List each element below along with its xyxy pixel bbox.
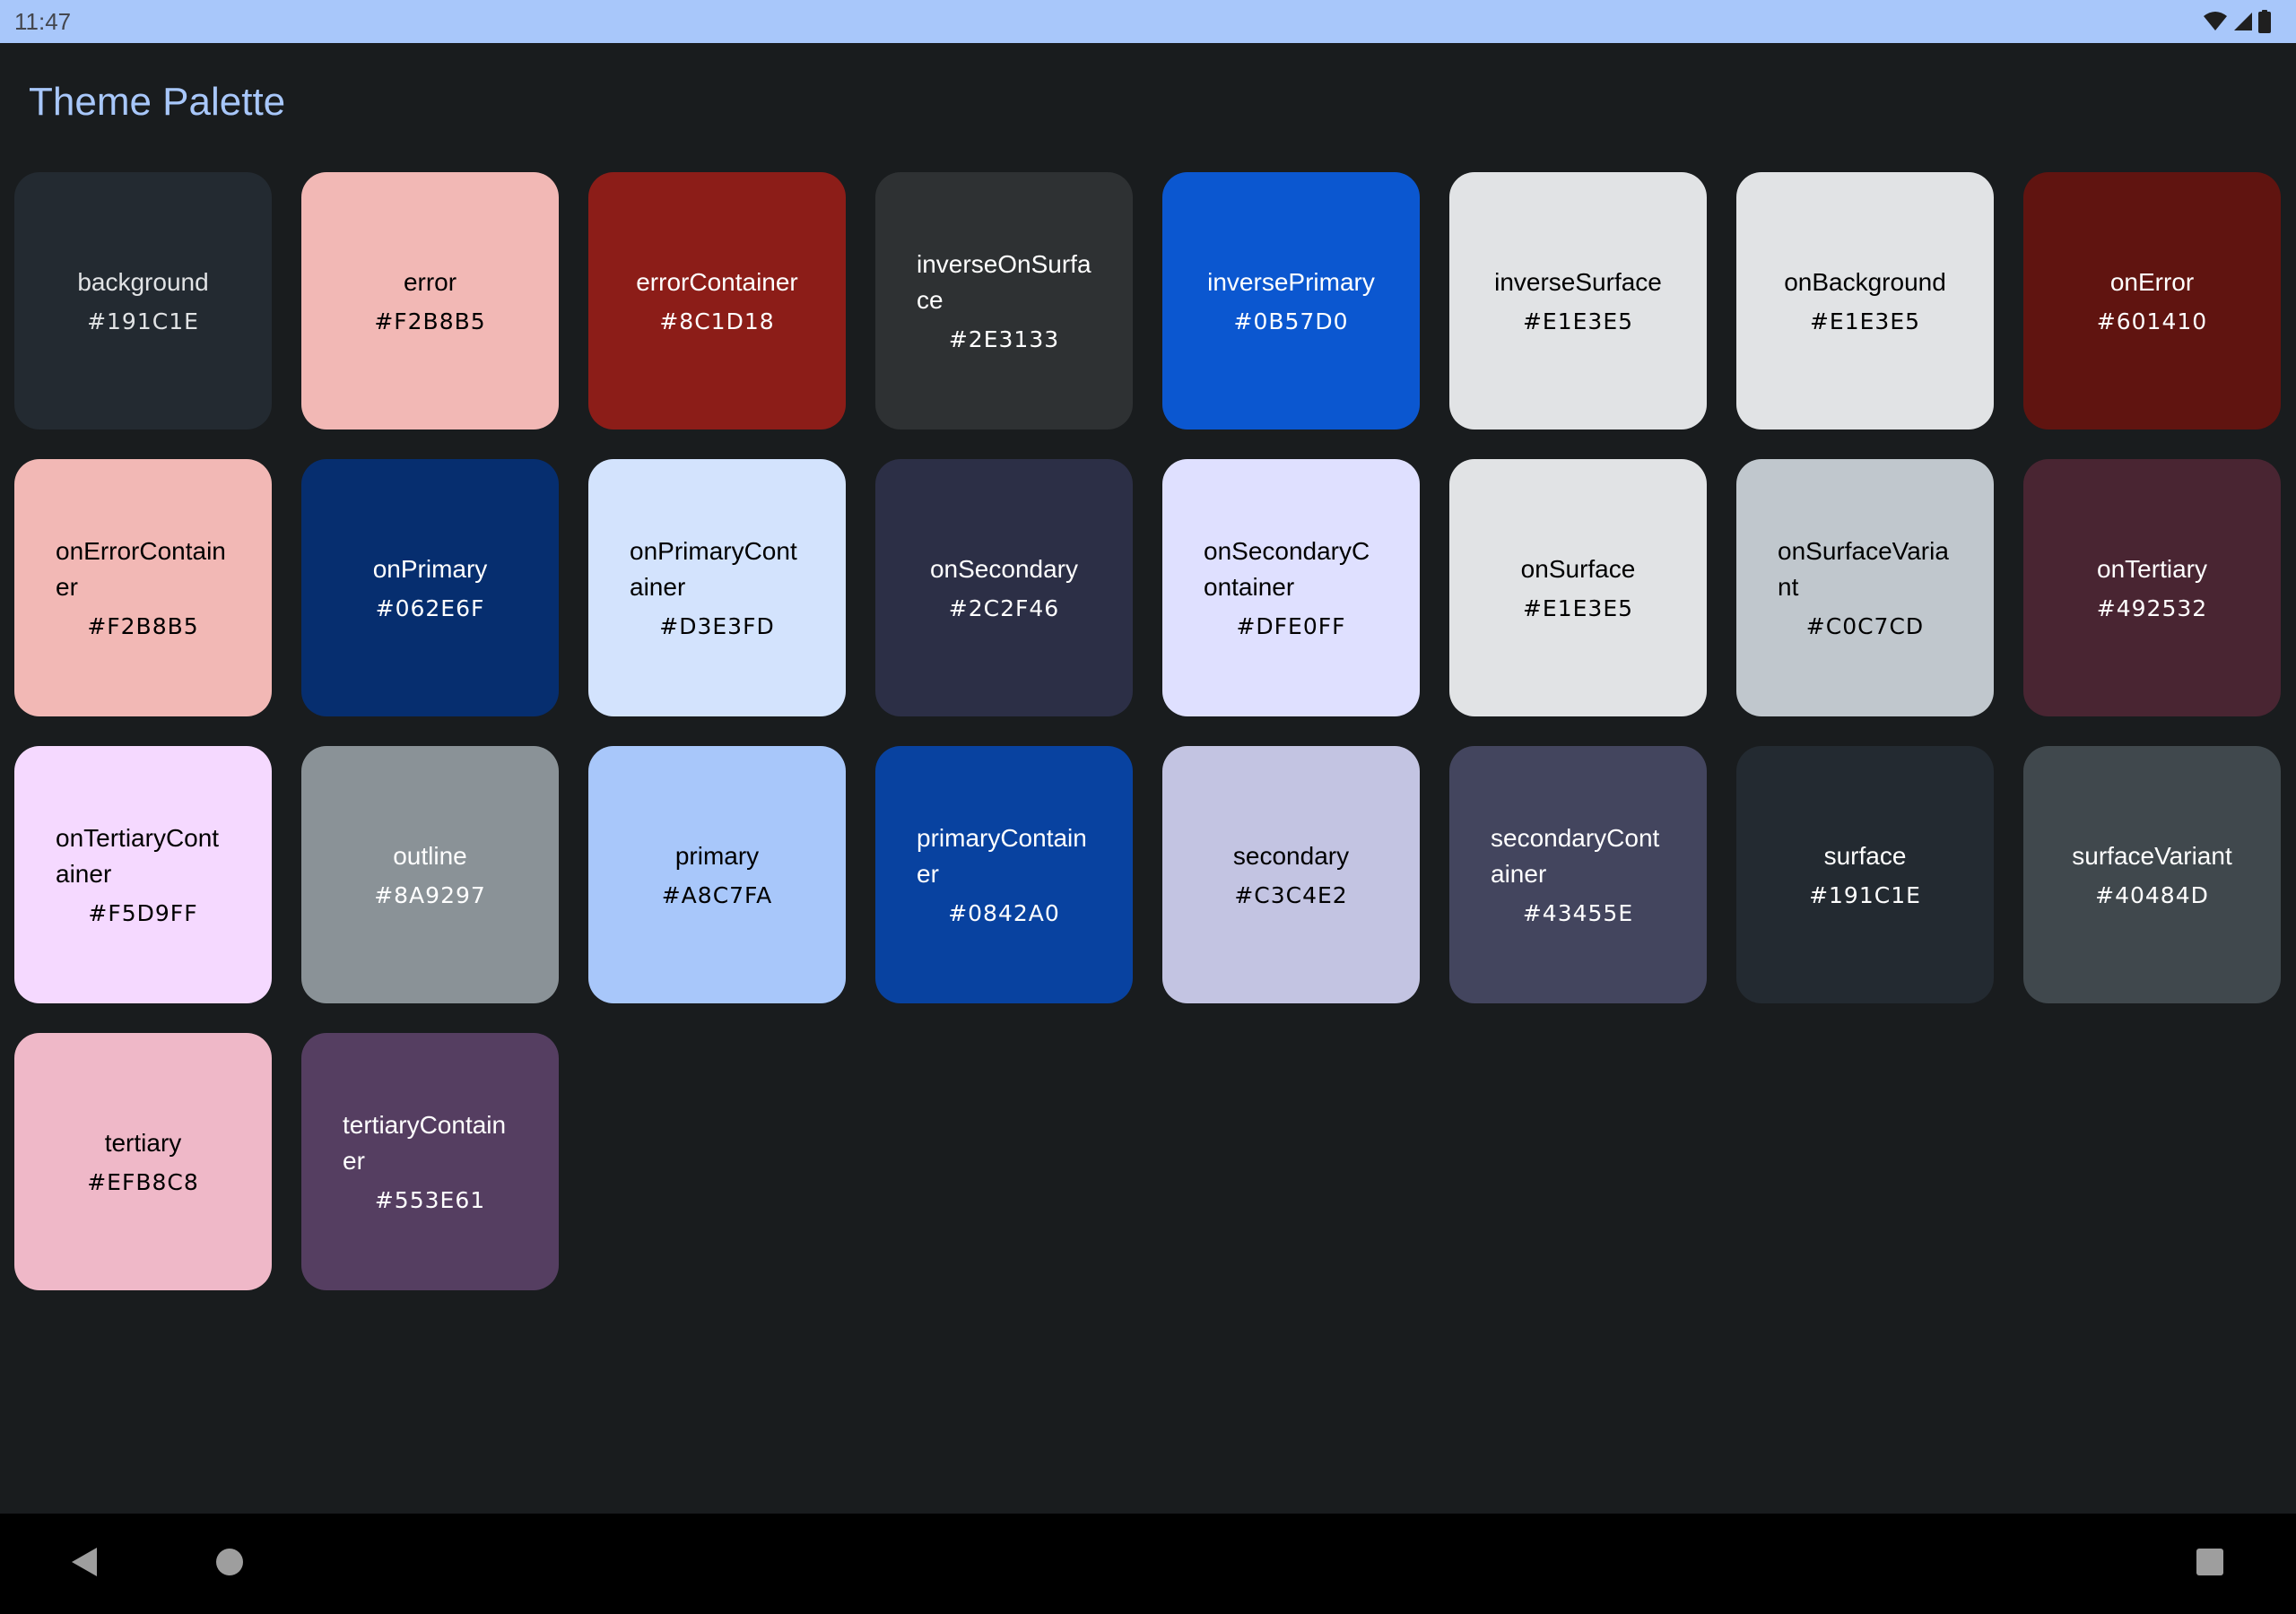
swatch-hex: #E1E3E5 xyxy=(1522,594,1634,621)
back-button[interactable] xyxy=(34,1514,135,1614)
swatch-hex: #E1E3E5 xyxy=(1809,308,1921,334)
status-bar: 11:47 xyxy=(0,0,2296,43)
swatch-hex: #553E61 xyxy=(374,1186,486,1213)
swatch-name: onError xyxy=(2109,267,2195,296)
palette-grid: background #191C1E error #F2B8B5 errorContai… xyxy=(14,172,2282,1290)
swatch-on-error[interactable]: onError #601410 xyxy=(2023,172,2281,430)
swatch-hex: #DFE0FF xyxy=(1236,612,1346,639)
swatch-hex: #43455E xyxy=(1522,899,1634,926)
swatch-name: tertiaryContainer xyxy=(343,1110,507,1175)
swatch-hex: #A8C7FA xyxy=(661,881,773,908)
recents-button[interactable] xyxy=(2160,1514,2260,1614)
swatch-name: secondaryContainer xyxy=(1491,823,1660,888)
swatch-name: onTertiaryContainer xyxy=(56,823,220,888)
recents-icon xyxy=(2196,1548,2223,1580)
swatch-hex: #191C1E xyxy=(1809,881,1921,908)
swatch-name: error xyxy=(403,267,457,296)
swatch-name: inversePrimary xyxy=(1207,267,1375,296)
swatch-on-primary[interactable]: onPrimary #062E6F xyxy=(301,459,559,716)
swatch-name: outline xyxy=(393,841,467,870)
battery-icon xyxy=(2258,10,2271,33)
swatch-on-tertiary-container[interactable]: onTertiaryContainer #F5D9FF xyxy=(14,746,272,1003)
swatch-hex: #E1E3E5 xyxy=(1522,308,1634,334)
swatch-name: onSecondaryContainer xyxy=(1204,536,1370,601)
swatch-hex: #8C1D18 xyxy=(659,308,775,334)
swatch-name: background xyxy=(77,267,209,296)
swatch-name: surfaceVariant xyxy=(2072,841,2232,870)
swatch-name: onErrorContainer xyxy=(56,536,226,601)
swatch-secondary[interactable]: secondary #C3C4E2 xyxy=(1162,746,1420,1003)
swatch-inverse-surface[interactable]: inverseSurface #E1E3E5 xyxy=(1449,172,1707,430)
swatch-error-container[interactable]: errorContainer #8C1D18 xyxy=(588,172,846,430)
swatch-tertiary[interactable]: tertiary #EFB8C8 xyxy=(14,1033,272,1290)
swatch-primary-container[interactable]: primaryContainer #0842A0 xyxy=(875,746,1133,1003)
swatch-hex: #2C2F46 xyxy=(948,594,1060,621)
swatch-secondary-container[interactable]: secondaryContainer #43455E xyxy=(1449,746,1707,1003)
swatch-surface-variant[interactable]: surfaceVariant #40484D xyxy=(2023,746,2281,1003)
swatch-name: onSurface xyxy=(1520,554,1636,583)
swatch-on-background[interactable]: onBackground #E1E3E5 xyxy=(1736,172,1994,430)
swatch-tertiary-container[interactable]: tertiaryContainer #553E61 xyxy=(301,1033,559,1290)
status-icons xyxy=(2203,10,2271,33)
back-icon xyxy=(70,1547,99,1582)
swatch-name: secondary xyxy=(1232,841,1350,870)
swatch-primary[interactable]: primary #A8C7FA xyxy=(588,746,846,1003)
swatch-on-tertiary[interactable]: onTertiary #492532 xyxy=(2023,459,2281,716)
swatch-hex: #F2B8B5 xyxy=(374,308,486,334)
cellular-signal-icon xyxy=(2233,12,2253,31)
swatch-name: primary xyxy=(674,841,760,870)
swatch-on-primary-container[interactable]: onPrimaryContainer #D3E3FD xyxy=(588,459,846,716)
swatch-on-secondary[interactable]: onSecondary #2C2F46 xyxy=(875,459,1133,716)
swatch-background[interactable]: background #191C1E xyxy=(14,172,272,430)
swatch-name: onPrimary xyxy=(372,554,488,583)
swatch-hex: #D3E3FD xyxy=(659,612,775,639)
swatch-on-secondary-container[interactable]: onSecondaryContainer #DFE0FF xyxy=(1162,459,1420,716)
swatch-on-error-container[interactable]: onErrorContainer #F2B8B5 xyxy=(14,459,272,716)
swatch-hex: #062E6F xyxy=(375,594,485,621)
swatch-hex: #601410 xyxy=(2096,308,2208,334)
swatch-hex: #0B57D0 xyxy=(1233,308,1349,334)
swatch-hex: #0842A0 xyxy=(948,899,1060,926)
swatch-name: onBackground xyxy=(1784,267,1946,296)
swatch-name: primaryContainer xyxy=(917,823,1087,888)
home-button[interactable] xyxy=(179,1514,280,1614)
swatch-hex: #F2B8B5 xyxy=(87,612,199,639)
swatch-name: inverseSurface xyxy=(1494,267,1662,296)
swatch-name: surface xyxy=(1823,841,1907,870)
swatch-hex: #F5D9FF xyxy=(88,899,198,926)
swatch-name: onTertiary xyxy=(2097,554,2207,583)
swatch-hex: #8A9297 xyxy=(374,881,486,908)
swatch-name: inverseOnSurface xyxy=(917,249,1091,314)
swatch-outline[interactable]: outline #8A9297 xyxy=(301,746,559,1003)
swatch-name: onPrimaryContainer xyxy=(630,536,797,601)
swatch-on-surface[interactable]: onSurface #E1E3E5 xyxy=(1449,459,1707,716)
wifi-icon xyxy=(2203,11,2228,32)
navigation-bar xyxy=(0,1514,2296,1614)
swatch-hex: #40484D xyxy=(2095,881,2209,908)
swatch-name: tertiary xyxy=(104,1128,182,1157)
swatch-hex: #C0C7CD xyxy=(1805,612,1925,639)
swatch-inverse-on-surface[interactable]: inverseOnSurface #2E3133 xyxy=(875,172,1133,430)
swatch-hex: #EFB8C8 xyxy=(87,1168,199,1195)
home-icon xyxy=(215,1548,244,1581)
swatch-inverse-primary[interactable]: inversePrimary #0B57D0 xyxy=(1162,172,1420,430)
swatch-hex: #C3C4E2 xyxy=(1234,881,1348,908)
page-title: Theme Palette xyxy=(29,80,286,124)
swatch-error[interactable]: error #F2B8B5 xyxy=(301,172,559,430)
swatch-on-surface-variant[interactable]: onSurfaceVariant #C0C7CD xyxy=(1736,459,1994,716)
swatch-hex: #492532 xyxy=(2096,594,2208,621)
swatch-surface[interactable]: surface #191C1E xyxy=(1736,746,1994,1003)
status-time: 11:47 xyxy=(14,7,72,35)
swatch-name: errorContainer xyxy=(636,267,798,296)
swatch-name: onSurfaceVariant xyxy=(1778,536,1949,601)
swatch-name: onSecondary xyxy=(929,554,1078,583)
swatch-hex: #191C1E xyxy=(87,308,199,334)
swatch-hex: #2E3133 xyxy=(948,325,1060,352)
